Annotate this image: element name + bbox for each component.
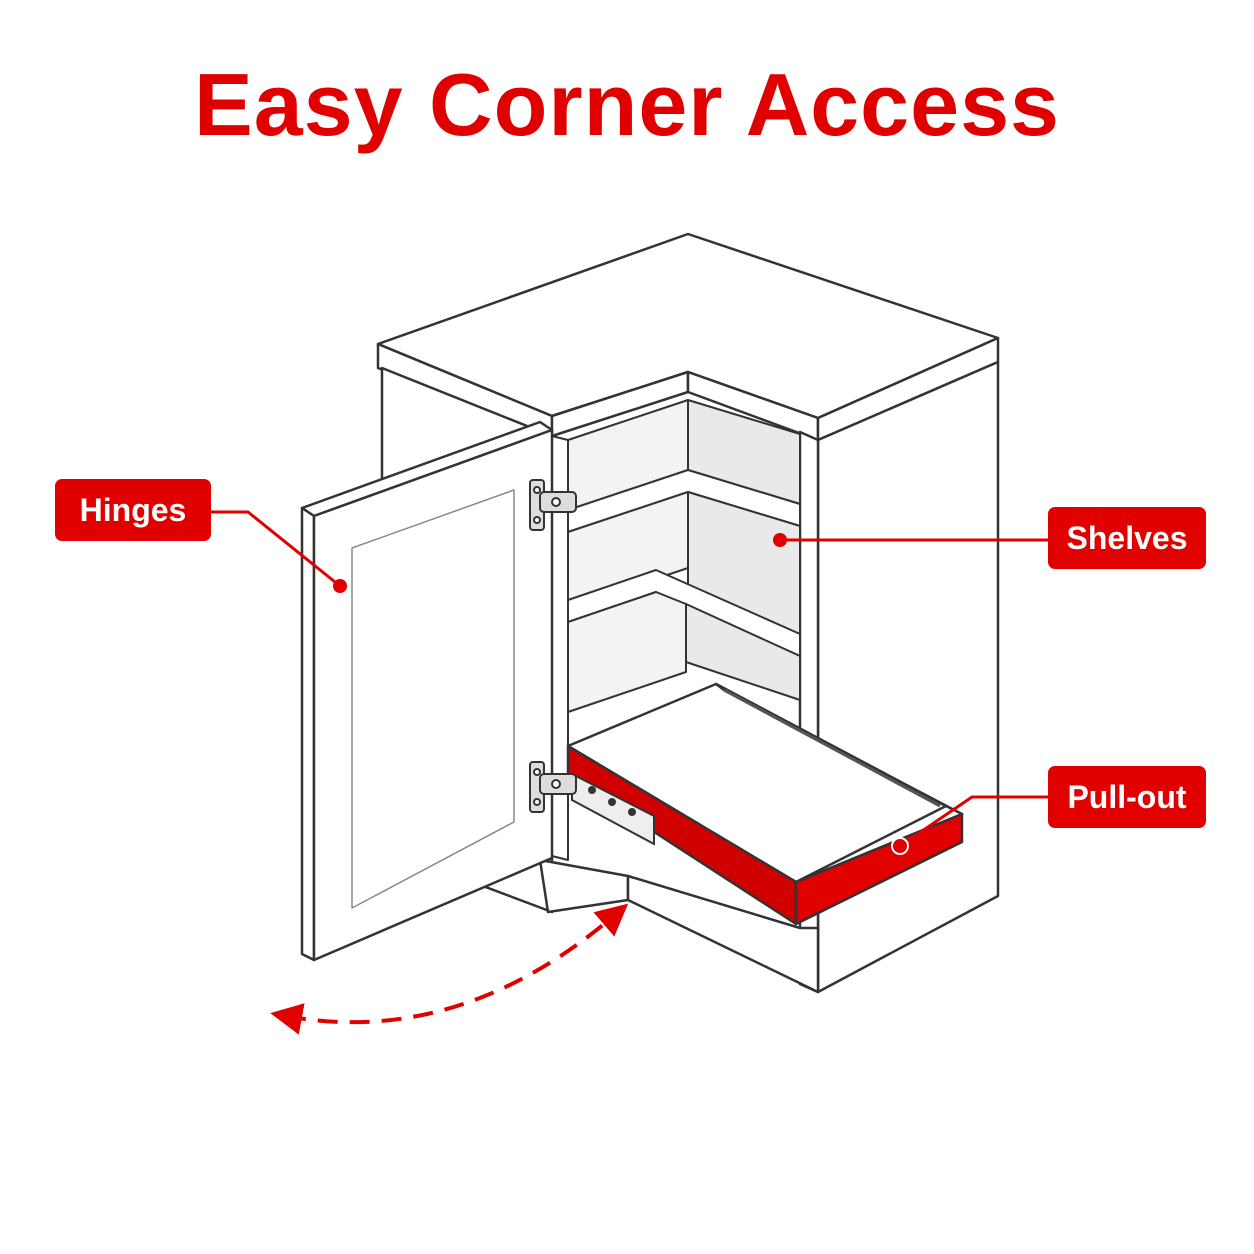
shelves-label: Shelves [1048,507,1206,569]
pullout-anchor-dot [891,837,909,855]
callout-anchors [333,533,909,855]
hinges-label: Hinges [55,479,211,541]
curved-dashed-double-arrow-icon [270,903,629,1035]
hinges [529,479,577,813]
lower-back-wall-right [685,603,801,701]
shelves-anchor-dot [773,533,787,547]
lower-hinge [529,761,577,813]
door-front [312,428,554,962]
cabinet-plinth-left [538,858,630,914]
cabinet-door [300,420,554,962]
hinges-anchor-dot [333,579,347,593]
pullout-leader [899,795,1048,848]
pullout-label: Pull-out [1048,766,1206,828]
door-panel [300,506,316,962]
door-inset [351,489,515,909]
cabinet-plinth-right [626,874,820,994]
page-title: Easy Corner Access [194,55,1060,154]
hinges-leader [211,510,341,588]
shelves [551,399,801,861]
drawer-front-right [794,812,964,926]
upper-hinge [529,479,577,531]
callout-leaders [211,510,1048,848]
drawer-rail [723,688,941,808]
pullout-drawer [566,682,964,926]
